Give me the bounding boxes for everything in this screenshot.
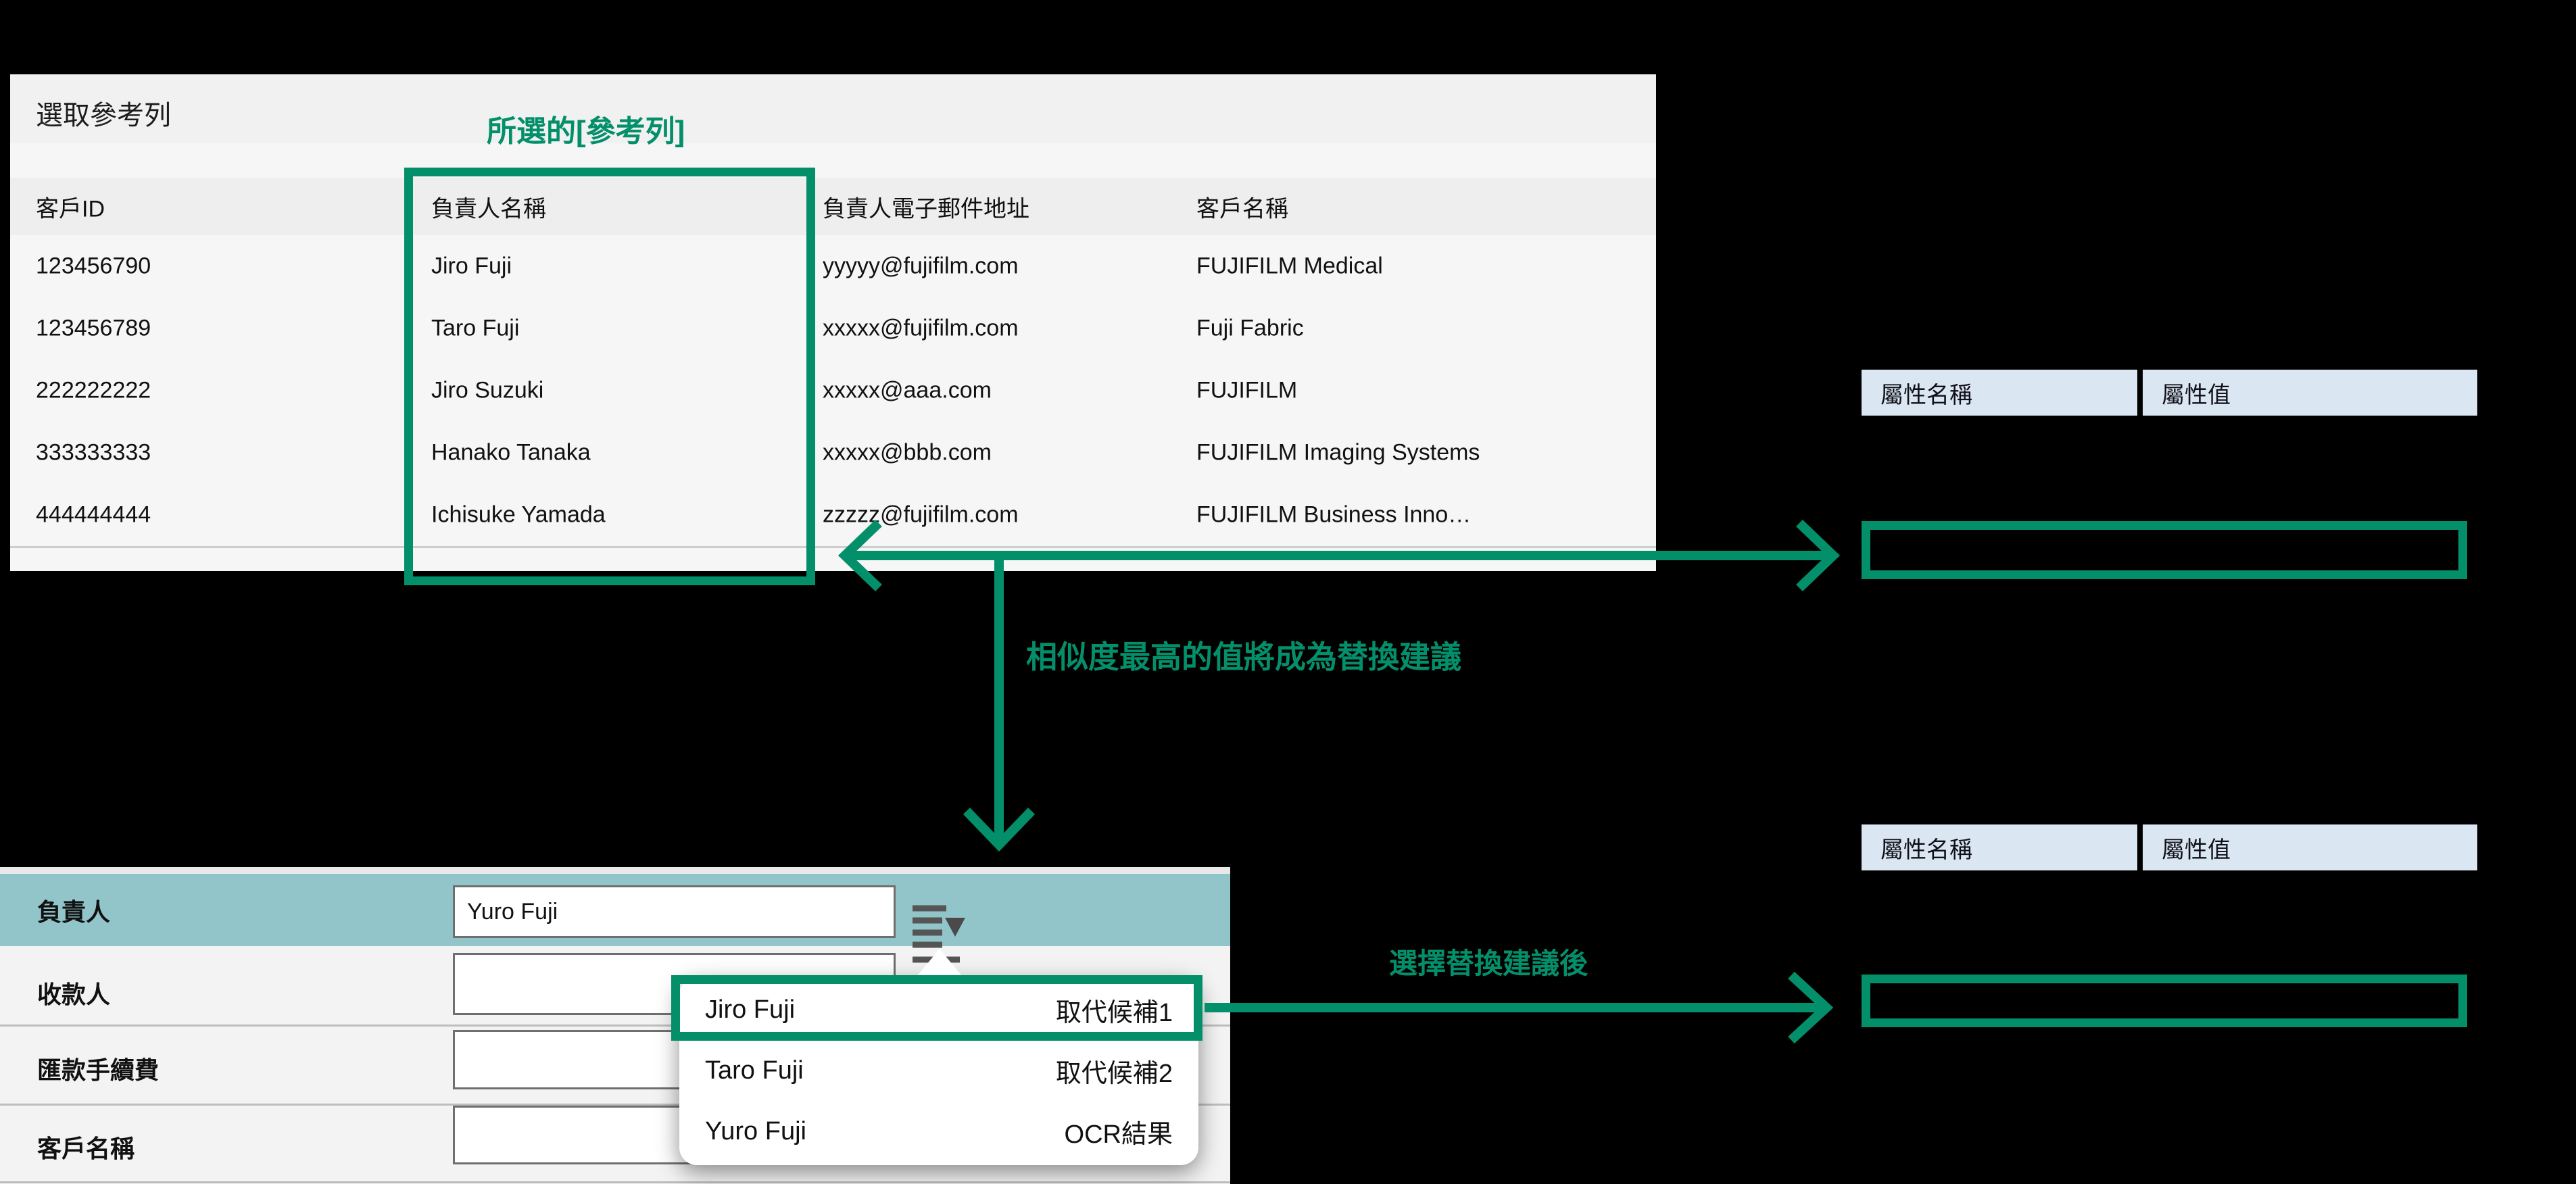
cell-person-email: xxxxx@aaa.com: [823, 377, 992, 403]
person-input[interactable]: [453, 885, 896, 938]
form-label-customer-name: 客戶名稱: [37, 1135, 135, 1162]
cell-person-name: Jiro Fuji: [431, 253, 512, 279]
column-header-customer-id[interactable]: 客戶ID: [36, 196, 105, 222]
candidate-tag: 取代候補1: [1055, 998, 1173, 1027]
table-row[interactable]: 444444444 Ichisuke Yamada zzzzz@fujifilm…: [10, 484, 1656, 548]
selected-column-green-box: [404, 168, 815, 585]
cell-customer-name: FUJIFILM Medical: [1196, 253, 1383, 279]
cell-customer-name: FUJIFILM Imaging Systems: [1196, 439, 1480, 466]
form-label-remittance-fee: 匯款手續費: [37, 1056, 160, 1084]
table-row[interactable]: 333333333 Hanako Tanaka xxxxx@bbb.com FU…: [10, 422, 1656, 486]
attribute-value-green-box-top: [1862, 521, 2467, 579]
reference-table-header-row: 客戶ID 負責人名稱 負責人電子郵件地址 客戶名稱: [10, 178, 1656, 237]
reference-table-panel: 選取參考列 客戶ID 負責人名稱 負責人電子郵件地址 客戶名稱 12345679…: [10, 74, 1656, 585]
attribute-table-top-header: 屬性名稱 屬性值: [1862, 370, 2477, 416]
candidate-name: Taro Fuji: [705, 1056, 804, 1085]
form-top-strip: [0, 867, 1230, 874]
column-header-customer-name[interactable]: 客戶名稱: [1196, 196, 1288, 222]
form-row-divider: [0, 1181, 1230, 1183]
cell-customer-name: Fuji Fabric: [1196, 315, 1304, 341]
candidate-tag: 取代候補2: [1055, 1059, 1173, 1088]
cell-customer-id: 123456790: [36, 253, 151, 279]
column-header-person-name[interactable]: 負責人名稱: [431, 196, 546, 222]
cell-person-email: xxxxx@fujifilm.com: [823, 315, 1019, 341]
table-row[interactable]: 123456789 Taro Fuji xxxxx@fujifilm.com F…: [10, 297, 1656, 362]
cell-customer-id: 333333333: [36, 439, 151, 466]
dropdown-item-candidate2[interactable]: Taro Fuji 取代候補2: [679, 1041, 1198, 1100]
attr-header-divider: [2137, 370, 2143, 416]
dropdown-item-ocr-result[interactable]: Yuro Fuji OCR結果: [679, 1102, 1198, 1161]
attr-name-header: 屬性名稱: [1862, 370, 2137, 416]
table-row[interactable]: 222222222 Jiro Suzuki xxxxx@aaa.com FUJI…: [10, 360, 1656, 424]
form-label-person: 負責人: [37, 897, 111, 926]
attr-value-header: 屬性值: [2143, 370, 2477, 416]
column-header-person-email[interactable]: 負責人電子郵件地址: [823, 196, 1029, 222]
similarity-annotation: 相似度最高的值將成為替換建議: [1026, 639, 1461, 674]
cell-person-email: zzzzz@fujifilm.com: [823, 501, 1019, 528]
form-row-divider: [0, 1104, 1230, 1106]
attribute-value-green-box-bottom: [1862, 975, 2467, 1027]
table-row[interactable]: 123456790 Jiro Fuji yyyyy@fujifilm.com F…: [10, 235, 1656, 299]
attribute-table-bottom-header: 屬性名稱 屬性值: [1862, 824, 2477, 870]
after-select-annotation: 選擇替換建議後: [1389, 947, 1588, 979]
replacement-suggestion-dropdown: Jiro Fuji 取代候補1 Taro Fuji 取代候補2 Yuro Fuj…: [679, 977, 1198, 1165]
dropdown-item-candidate1[interactable]: Jiro Fuji 取代候補1: [679, 980, 1198, 1039]
attr-header-divider: [2137, 824, 2143, 870]
form-label-payee: 收款人: [37, 981, 111, 1008]
dropdown-triangle-icon: [945, 918, 965, 937]
similarity-down-arrow: [963, 560, 1036, 852]
cell-person-email: xxxxx@bbb.com: [823, 439, 992, 466]
dropdown-caret: [914, 949, 965, 980]
cell-person-email: yyyyy@fujifilm.com: [823, 253, 1019, 279]
candidate-name: Jiro Fuji: [705, 995, 796, 1024]
attr-name-header: 屬性名稱: [1862, 824, 2137, 870]
candidate-tag: OCR結果: [1064, 1120, 1173, 1149]
attr-value-header: 屬性值: [2143, 824, 2477, 870]
cell-customer-id: 123456789: [36, 315, 151, 341]
cell-person-name: Ichisuke Yamada: [431, 501, 606, 528]
cell-customer-id: 444444444: [36, 501, 151, 528]
selected-column-annotation: 所選的[參考列]: [487, 115, 685, 148]
cell-person-name: Jiro Suzuki: [431, 377, 544, 403]
suggestion-to-attrbox-arrow: [1205, 971, 1834, 1044]
selected-suggestion-green-box: [671, 975, 1202, 1041]
cell-customer-id: 222222222: [36, 377, 151, 403]
cell-person-name: Taro Fuji: [431, 315, 520, 341]
reference-table-title: 選取參考列: [36, 101, 171, 130]
cell-person-name: Hanako Tanaka: [431, 439, 591, 466]
cell-customer-name: FUJIFILM: [1196, 377, 1298, 403]
candidate-name: Yuro Fuji: [705, 1116, 806, 1145]
reference-table-titlebar: [10, 74, 1656, 143]
form-row-divider: [0, 1025, 1230, 1027]
cell-customer-name: FUJIFILM Business Inno…: [1196, 501, 1472, 528]
